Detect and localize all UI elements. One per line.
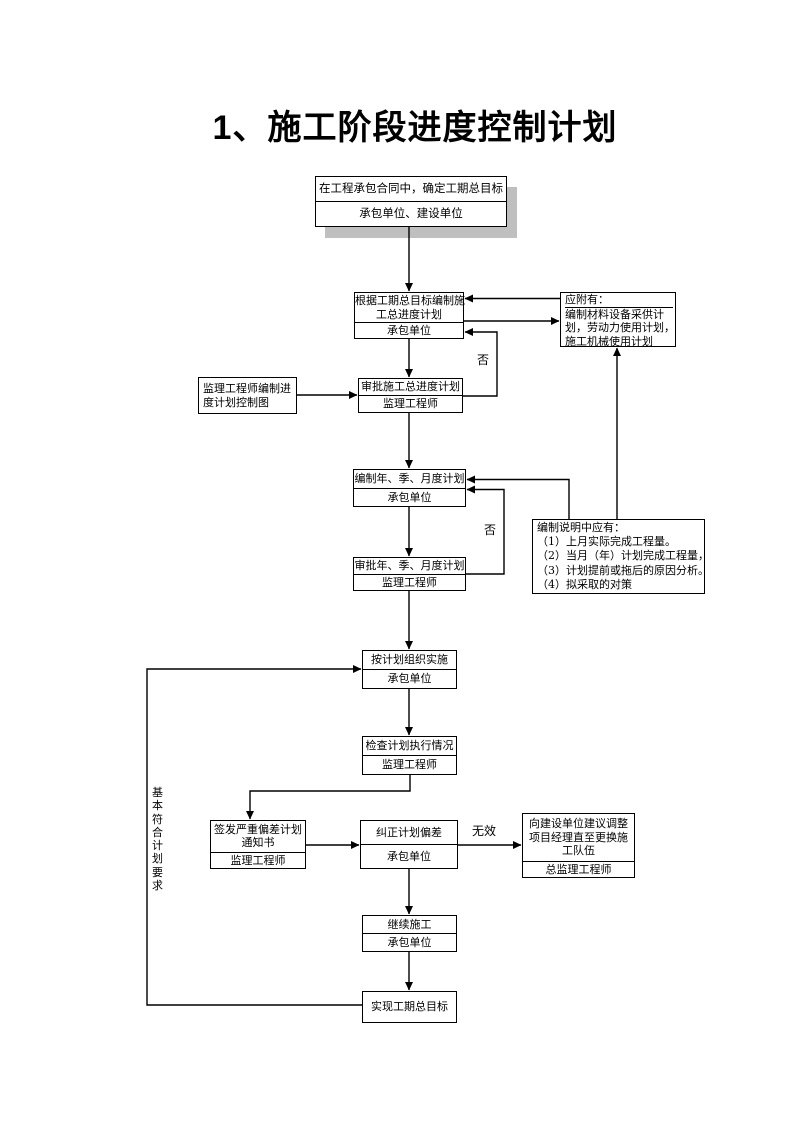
box-text: 审批年、季、月度计划	[354, 559, 465, 572]
box-correct-deviation: 纠正计划偏差 承包单位	[360, 820, 458, 869]
box-section: 承包单位	[363, 669, 456, 688]
box-section: 承包单位、建设单位	[316, 201, 506, 226]
box-text: 编制说明中应有：	[537, 520, 625, 534]
box-text: 审批施工总进度计划	[361, 380, 460, 394]
edge-check-to-notice	[246, 775, 411, 820]
box-section: 在工程承包合同中，确定工期总目标	[316, 177, 506, 201]
box-section: 编制材料设备采供计 划，劳动力使用计划， 施工机械使用计划	[565, 306, 675, 349]
box-section: 监理工程师	[354, 573, 465, 591]
box-section: 监理工程师编制进 度计划控制图	[203, 378, 294, 413]
box-section: 审批年、季、月度计划	[354, 558, 465, 574]
box-section: 实现工期总目标	[363, 992, 456, 1022]
box-text: 工队伍	[562, 844, 595, 857]
box-section: 监理工程师	[359, 395, 462, 412]
box-contract-goal: 在工程承包合同中，确定工期总目标 承包单位、建设单位	[315, 176, 507, 227]
box-text: 监理工程师	[383, 397, 438, 411]
box-text: 检查计划执行情况	[365, 739, 454, 753]
edge-notes-to-periodic	[466, 475, 570, 519]
box-text: 监理工程师	[230, 853, 286, 867]
box-text: 施工机械使用计划	[565, 334, 653, 348]
box-periodic-plan: 编制年、季、月度计划 承包单位	[353, 469, 466, 507]
box-section: 继续施工	[363, 916, 456, 933]
box-section: 承包单位	[363, 933, 456, 951]
box-achieve-goal: 实现工期总目标	[362, 991, 457, 1023]
box-approve-periodic: 审批年、季、月度计划 监理工程师	[353, 557, 466, 591]
box-control-chart: 监理工程师编制进 度计划控制图	[198, 377, 297, 414]
box-section: 检查计划执行情况	[363, 737, 456, 755]
box-text: 向建设单位建议调整	[529, 817, 628, 830]
box-text: 签发严重偏差计划	[214, 822, 302, 836]
box-text: 承包单位、建设单位	[359, 206, 463, 221]
box-deviation-notice: 签发严重偏差计划 通知书 监理工程师	[210, 820, 306, 869]
box-suggest-replace: 向建设单位建议调整 项目经理直至更换施 工队伍 总监理工程师	[522, 813, 635, 878]
box-text: 总监理工程师	[545, 862, 612, 876]
box-text: 按计划组织实施	[371, 653, 448, 667]
box-section: 纠正计划偏差	[361, 821, 457, 844]
box-text: 承包单位	[387, 849, 431, 863]
box-text: 划，劳动力使用计划，	[565, 321, 675, 334]
box-section: 编制说明中应有： （1）上月实际完成工程量。 （2）当月（年）计划完成工程量， …	[537, 520, 709, 593]
box-section: 根据工期总目标编制施 工总进度计划	[355, 293, 465, 322]
box-text: 工总进度计划	[376, 307, 442, 321]
box-text: 监理工程师	[382, 758, 437, 772]
edge-label-no-mid: 否	[484, 523, 497, 537]
box-text: （1）上月实际完成工程量。	[537, 535, 676, 549]
box-section: 承包单位	[354, 487, 465, 507]
box-text: 编制年、季、月度计划	[354, 472, 465, 485]
box-text: 承包单位	[387, 490, 432, 504]
box-implement: 按计划组织实施 承包单位	[362, 650, 457, 689]
box-text: 根据工期总目标编制施	[355, 294, 465, 308]
box-section: 签发严重偏差计划 通知书	[211, 821, 305, 852]
box-section: 审批施工总进度计划	[359, 379, 462, 395]
box-approve-master: 审批施工总进度计划 监理工程师	[358, 378, 463, 413]
box-section: 监理工程师	[363, 755, 456, 774]
box-plan-notes: 编制说明中应有： （1）上月实际完成工程量。 （2）当月（年）计划完成工程量， …	[532, 519, 709, 594]
page-title: 1、施工阶段进度控制计划	[212, 109, 618, 147]
box-section: 编制年、季、月度计划	[354, 470, 465, 488]
box-text: 承包单位	[387, 323, 431, 337]
box-attachments: 应附有： 编制材料设备采供计 划，劳动力使用计划， 施工机械使用计划	[560, 292, 676, 349]
box-text: （4）拟采取的对策	[537, 577, 632, 591]
box-text: 纠正计划偏差	[376, 825, 442, 839]
box-text: （2）当月（年）计划完成工程量，	[537, 549, 709, 563]
box-text: 应附有：	[565, 293, 609, 306]
box-text: 通知书	[241, 836, 275, 850]
box-text: 项目经理直至更换施	[529, 830, 628, 844]
box-section: 承包单位	[361, 844, 457, 868]
box-text: 监理工程师	[382, 575, 437, 589]
box-text: （3）计划提前或拖后的原因分析。	[537, 563, 709, 577]
box-section: 向建设单位建议调整 项目经理直至更换施 工队伍	[523, 814, 634, 861]
box-section: 按计划组织实施	[363, 651, 456, 669]
box-text: 编制材料设备采供计	[565, 307, 664, 321]
box-section: 总监理工程师	[523, 860, 634, 878]
edge-label-conform-requirements: 基本符合计划要求	[151, 786, 164, 893]
box-master-schedule: 根据工期总目标编制施 工总进度计划 承包单位	[354, 292, 465, 339]
box-section: 应附有：	[565, 293, 673, 307]
box-section: 承包单位	[355, 322, 463, 338]
box-section: 监理工程师	[211, 851, 305, 868]
box-text: 度计划控制图	[203, 395, 269, 409]
box-text: 监理工程师编制进	[203, 382, 291, 395]
box-text: 在工程承包合同中，确定工期总目标	[319, 181, 503, 196]
edge-label-no-top: 否	[477, 353, 490, 367]
box-text: 承包单位	[387, 935, 432, 949]
edge-label-invalid: 无效	[472, 824, 497, 838]
box-text: 实现工期总目标	[371, 1000, 448, 1014]
box-text: 继续施工	[387, 917, 432, 931]
box-continue-construction: 继续施工 承包单位	[362, 915, 457, 952]
box-check-execution: 检查计划执行情况 监理工程师	[362, 736, 457, 775]
box-text: 承包单位	[387, 672, 432, 686]
